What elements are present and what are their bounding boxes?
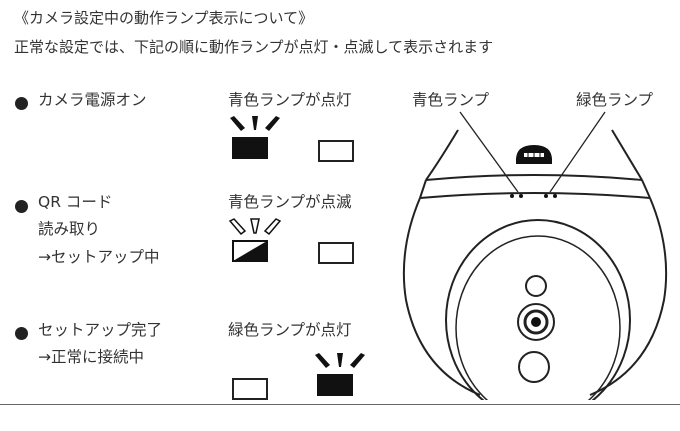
- step-3-bullet-icon: [15, 327, 28, 340]
- step-1-blue-lamp: [232, 137, 268, 159]
- step-3-blue-lamp: [232, 378, 268, 400]
- step-2-blue-lamp: [232, 240, 268, 262]
- diagram-title: 《カメラ設定中の動作ランプ表示について》: [14, 9, 314, 27]
- bottom-divider: [0, 404, 680, 405]
- camera-top-sensor-icon: [525, 275, 547, 297]
- step-2-label-line-3: →セットアップ中: [38, 248, 160, 266]
- step-2-label-line-2: 読み取り: [38, 220, 101, 238]
- camera-blue-lamp-label: 青色ランプ: [412, 91, 490, 109]
- camera-lens-icon: [517, 303, 555, 341]
- step-3-label-line-2: →正常に接続中: [38, 348, 144, 366]
- step-3-label-line-1: セットアップ完了: [38, 321, 163, 339]
- step-3-green-lamp: [317, 374, 353, 396]
- step-2-bullet-icon: [15, 200, 28, 213]
- step-1-bullet-icon: [15, 97, 28, 110]
- step-1-green-lamp: [318, 140, 354, 162]
- step-2-label-line-1: QR コード: [38, 193, 113, 211]
- camera-bottom-sensor-icon: [518, 351, 550, 383]
- green-lamp-leader-line: [549, 111, 606, 193]
- step-3-green-lamp-rays-icon: [315, 353, 365, 368]
- step-3-status: 緑色ランプが点灯: [228, 321, 352, 339]
- step-1-label: カメラ電源オン: [38, 91, 147, 109]
- step-2-blue-lamp-rays-icon: [228, 218, 282, 236]
- camera-illustration: [402, 111, 668, 400]
- camera-green-lamp-label: 緑色ランプ: [576, 91, 654, 109]
- step-2-status: 青色ランプが点滅: [228, 193, 352, 211]
- camera-top-connector-icon: [516, 145, 552, 164]
- diagram-subtitle: 正常な設定では、下記の順に動作ランプが点灯・点滅して表示されます: [14, 38, 494, 56]
- blue-lamp-leader-line: [459, 111, 519, 193]
- step-1-blue-lamp-rays-icon: [230, 116, 280, 131]
- step-2-green-lamp: [318, 242, 354, 264]
- step-1-status: 青色ランプが点灯: [228, 91, 352, 109]
